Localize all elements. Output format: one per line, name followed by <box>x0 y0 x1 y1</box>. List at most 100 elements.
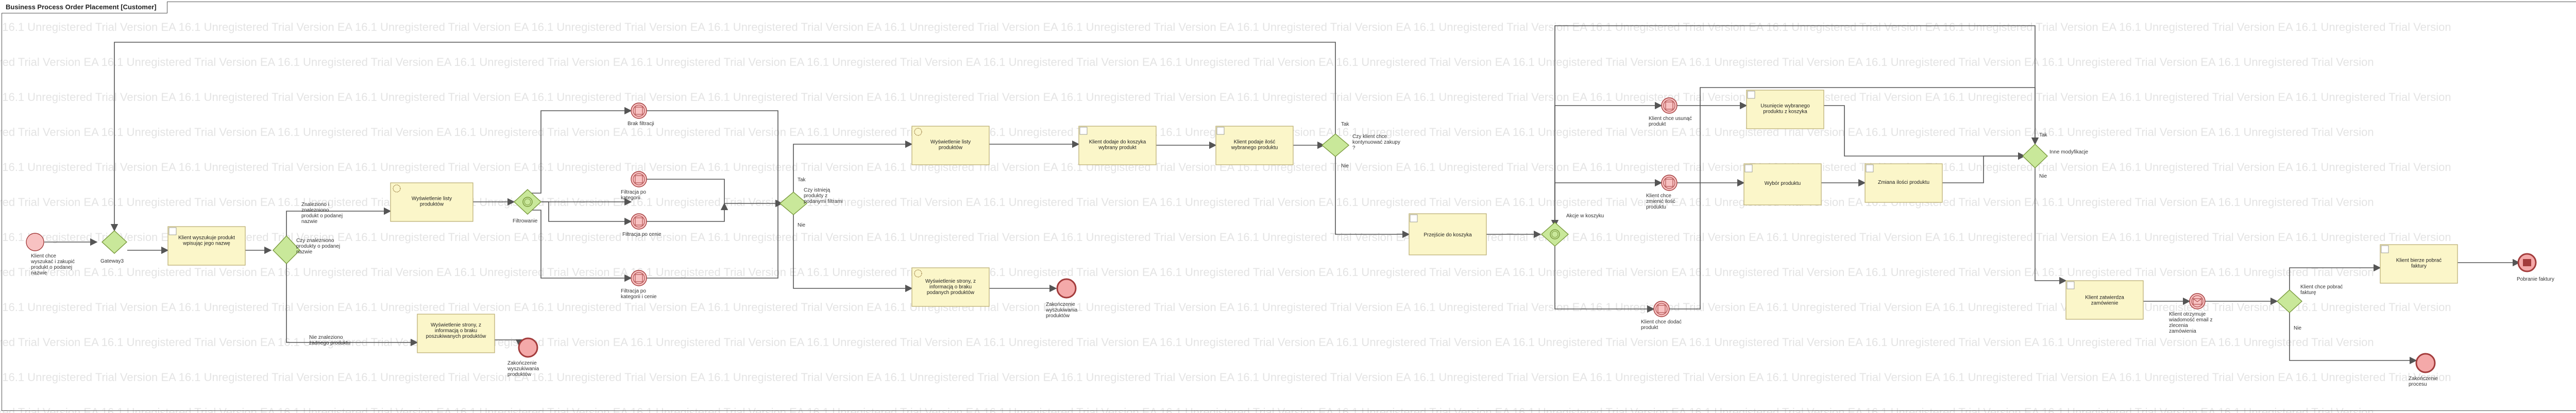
gateway-g7-label: Inne modyfikacje <box>2049 149 2088 155</box>
flow-g4-info2 <box>793 215 913 292</box>
flow-g2-info1 <box>286 259 418 347</box>
gateway-g7 <box>2022 144 2048 168</box>
flow-g4-yes-label: Tak <box>798 177 806 183</box>
task-label: Przejście do koszyka <box>1423 232 1472 238</box>
diagram-title: Business Process Order Placement [Custom… <box>2 2 167 13</box>
start-event <box>26 233 44 251</box>
intermediate-event-otrzymuje <box>2189 293 2206 309</box>
gateway-g8 <box>2276 289 2303 313</box>
end-event-zakonczenie-1 <box>518 337 538 358</box>
intermediate-event-chce-dodac <box>1653 301 1670 317</box>
gateway-g6-label: Akcje w koszyku <box>1566 213 1604 219</box>
intermediate-event-filtracja-kategorii <box>631 171 647 187</box>
flow-usuniecie-g7 <box>1824 105 2026 160</box>
flow-g6-usun <box>1554 101 1663 227</box>
intermediate-event-filtracja-kat-cenie <box>631 270 647 286</box>
end-event-zakonczenie-procesu <box>2415 353 2436 373</box>
end-event-zakonczenie-2 <box>1056 278 1077 299</box>
gateway-g4 <box>779 192 808 215</box>
flow-kategoria-g4 <box>647 179 783 208</box>
flow-g7-no-label: Nie <box>2039 174 2047 179</box>
flow-g6-zmien <box>1554 179 1663 229</box>
flow-g5-no-label: Nie <box>1341 163 1349 169</box>
flow-brak-g4 <box>647 110 783 208</box>
flow-g5-yes-loop <box>110 42 1336 232</box>
gateway-g3 <box>513 189 542 215</box>
flow-g2-list1 <box>286 207 392 242</box>
flow-g4-no-label: Nie <box>798 222 805 228</box>
task-zmiana: Zmiana ilości produktu <box>1865 163 1943 203</box>
flow-g8-no <box>2289 313 2417 365</box>
flow-g5-no-przejscie <box>1335 157 1410 238</box>
task-przejscie: Przejście do koszyka <box>1409 213 1487 255</box>
flow-filter-cena <box>531 201 632 226</box>
intermediate-event-filtracja-cenie <box>631 213 647 230</box>
end-event-pobrane-faktury <box>2517 253 2537 272</box>
flow-g6-dodaj <box>1554 242 1655 313</box>
flow-g5-yes-label: Tak <box>1341 122 1350 127</box>
flow-g8-yes <box>2289 264 2381 290</box>
gateway-g2 <box>273 235 300 264</box>
gateway-g1 <box>101 230 128 254</box>
task-wybor: Wybór produktu <box>1743 163 1822 205</box>
intermediate-event-chce-usunac <box>1661 97 1677 114</box>
flow-info1-end1 <box>495 339 523 347</box>
intermediate-event-chce-zmienic <box>1661 175 1677 191</box>
flow-dodaj-loop <box>1669 87 2039 309</box>
flow-g7-yes <box>1551 25 2036 228</box>
event-cena-label: Filtracja po cenie <box>622 232 662 237</box>
flow-g7-no <box>2035 167 2067 285</box>
task-label: Zmiana ilości produktu <box>1878 180 1929 185</box>
flow-g4-list2 <box>793 140 913 192</box>
flow-filter-brak <box>528 107 632 194</box>
flow-filter-katcena <box>528 210 632 282</box>
gateway-g3-label: Filtrowanie <box>513 218 538 224</box>
end-faktury-label: Pobranie faktury <box>2517 277 2554 282</box>
task-label: Wybór produktu <box>1765 181 1801 186</box>
event-brak-label: Brak filtracji <box>628 121 654 127</box>
flow-g7-yes-label: Tak <box>2039 132 2048 138</box>
flow-cena-g4 <box>647 202 728 222</box>
gateway-g5 <box>1321 133 1350 157</box>
flow-katcena-g4 <box>647 199 783 279</box>
intermediate-event-brak-filtracji <box>631 102 647 119</box>
flow-zmiana-g7 <box>1942 152 2026 183</box>
